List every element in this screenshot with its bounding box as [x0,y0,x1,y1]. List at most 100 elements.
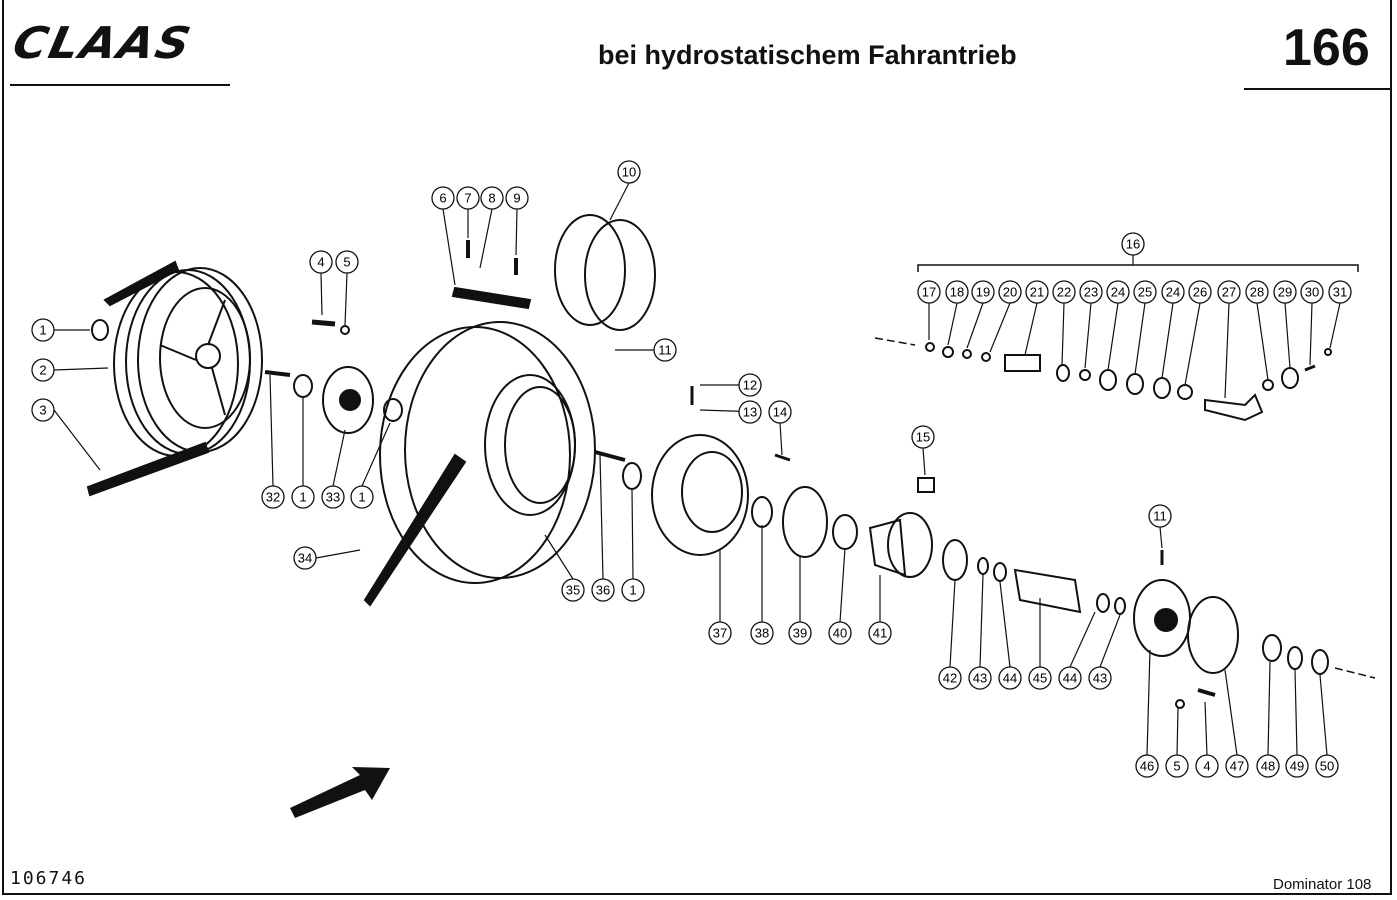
callout-circle-7 [456,186,480,210]
callout-leader-15 [922,447,926,476]
callout-circle-28 [1245,280,1269,304]
oring-44b [1096,593,1110,613]
callout-label-19: 19 [976,285,990,300]
callout-leader-44 [1069,611,1096,668]
callout-label-33: 33 [326,490,340,505]
pulley-left [113,267,263,457]
callout-circle-15 [911,425,935,449]
callout-circle-2 [31,358,55,382]
pin-32 [264,370,291,377]
callout-circle-9 [505,186,529,210]
callout-label-35: 35 [566,583,580,598]
oring-43a [977,557,989,575]
callout-label-4: 4 [1203,759,1210,774]
callout-circle-4 [309,250,333,274]
callout-label-22: 22 [1057,285,1071,300]
callout-leader-48 [1267,661,1271,756]
callout-leader-19 [966,302,984,349]
callout-leader-49 [1294,669,1298,756]
bolt-4 [311,319,336,327]
callout-circle-1 [350,485,374,509]
callout-label-13: 13 [743,405,757,420]
callout-circle-5 [335,250,359,274]
callout-leader-46 [1146,649,1151,756]
callout-circle-43 [968,666,992,690]
hub-37 [651,434,749,556]
grease-fitting-parts [925,342,1332,422]
callout-circle-14 [768,400,792,424]
model-name: Dominator 108 [1273,876,1372,893]
seal-48 [1262,634,1282,662]
callout-circle-39 [788,621,812,645]
callout-label-16: 16 [1126,237,1140,252]
callout-label-15: 15 [916,430,930,445]
page-number: 166 [1283,19,1370,77]
callout-leader-32 [269,374,274,487]
callout-leader-36 [599,454,604,580]
pulley-35 [379,321,596,584]
callout-circle-11 [653,338,677,362]
callout-label-25: 25 [1138,285,1152,300]
callout-circle-8 [480,186,504,210]
belt-34 [363,453,467,607]
callout-label-18: 18 [950,285,964,300]
callout-circle-19 [971,280,995,304]
callout-leader-9 [515,208,518,256]
callout-circle-47 [1225,754,1249,778]
header-rule-right [1244,88,1390,90]
callout-label-27: 27 [1222,285,1236,300]
bushing-1d [622,462,642,490]
callout-circle-1 [31,318,55,342]
callout-label-26: 26 [1193,285,1207,300]
callout-label-50: 50 [1320,759,1334,774]
callout-circle-36 [591,578,615,602]
callout-leader-40 [839,547,846,623]
callout-label-40: 40 [833,626,847,641]
callout-leader-26 [1184,302,1201,386]
callout-label-42: 42 [943,671,957,686]
callout-circle-11 [1148,504,1172,528]
callout-label-28: 28 [1250,285,1264,300]
callout-circle-18 [945,280,969,304]
callout-label-14: 14 [773,405,787,420]
callout-circle-5 [1165,754,1189,778]
callout-circle-10 [617,160,641,184]
callout-label-23: 23 [1084,285,1098,300]
callout-circle-31 [1328,280,1352,304]
callout-leader-23 [1084,302,1092,369]
callout-circle-38 [750,621,774,645]
callout-leader-3 [53,409,101,471]
callout-label-1: 1 [299,490,306,505]
callout-circle-37 [708,621,732,645]
callout-circle-50 [1315,754,1339,778]
callout-label-11: 11 [658,343,672,358]
callout-leader-18 [947,302,958,346]
ring-42 [942,539,968,581]
callout-leader-8 [479,208,493,269]
washer-5 [340,325,350,335]
callout-circle-26 [1188,280,1212,304]
callout-leader-35 [544,534,574,580]
callout-circle-32 [261,485,285,509]
callout-circle-46 [1135,754,1159,778]
callout-label-17: 17 [922,285,936,300]
callout-leader-43 [979,574,984,668]
callout-leader-1 [631,489,634,580]
flange-bearing-46 [1133,579,1191,657]
bolt-4b [1197,688,1216,697]
callout-leader-24 [1161,302,1174,379]
callout-leader-20 [989,302,1011,353]
callout-label-49: 49 [1290,759,1304,774]
callout-leader-4 [320,272,323,316]
callout-circle-44 [1058,666,1082,690]
callout-leader-5 [344,272,348,326]
callout-label-6: 6 [439,191,446,206]
callout-circle-44 [998,666,1022,690]
cap-15 [917,477,935,493]
callout-circle-33 [321,485,345,509]
callout-label-24: 24 [1111,285,1125,300]
axis-line-16 [874,337,916,346]
callout-label-8: 8 [488,191,495,206]
header-rule-left [10,84,230,86]
